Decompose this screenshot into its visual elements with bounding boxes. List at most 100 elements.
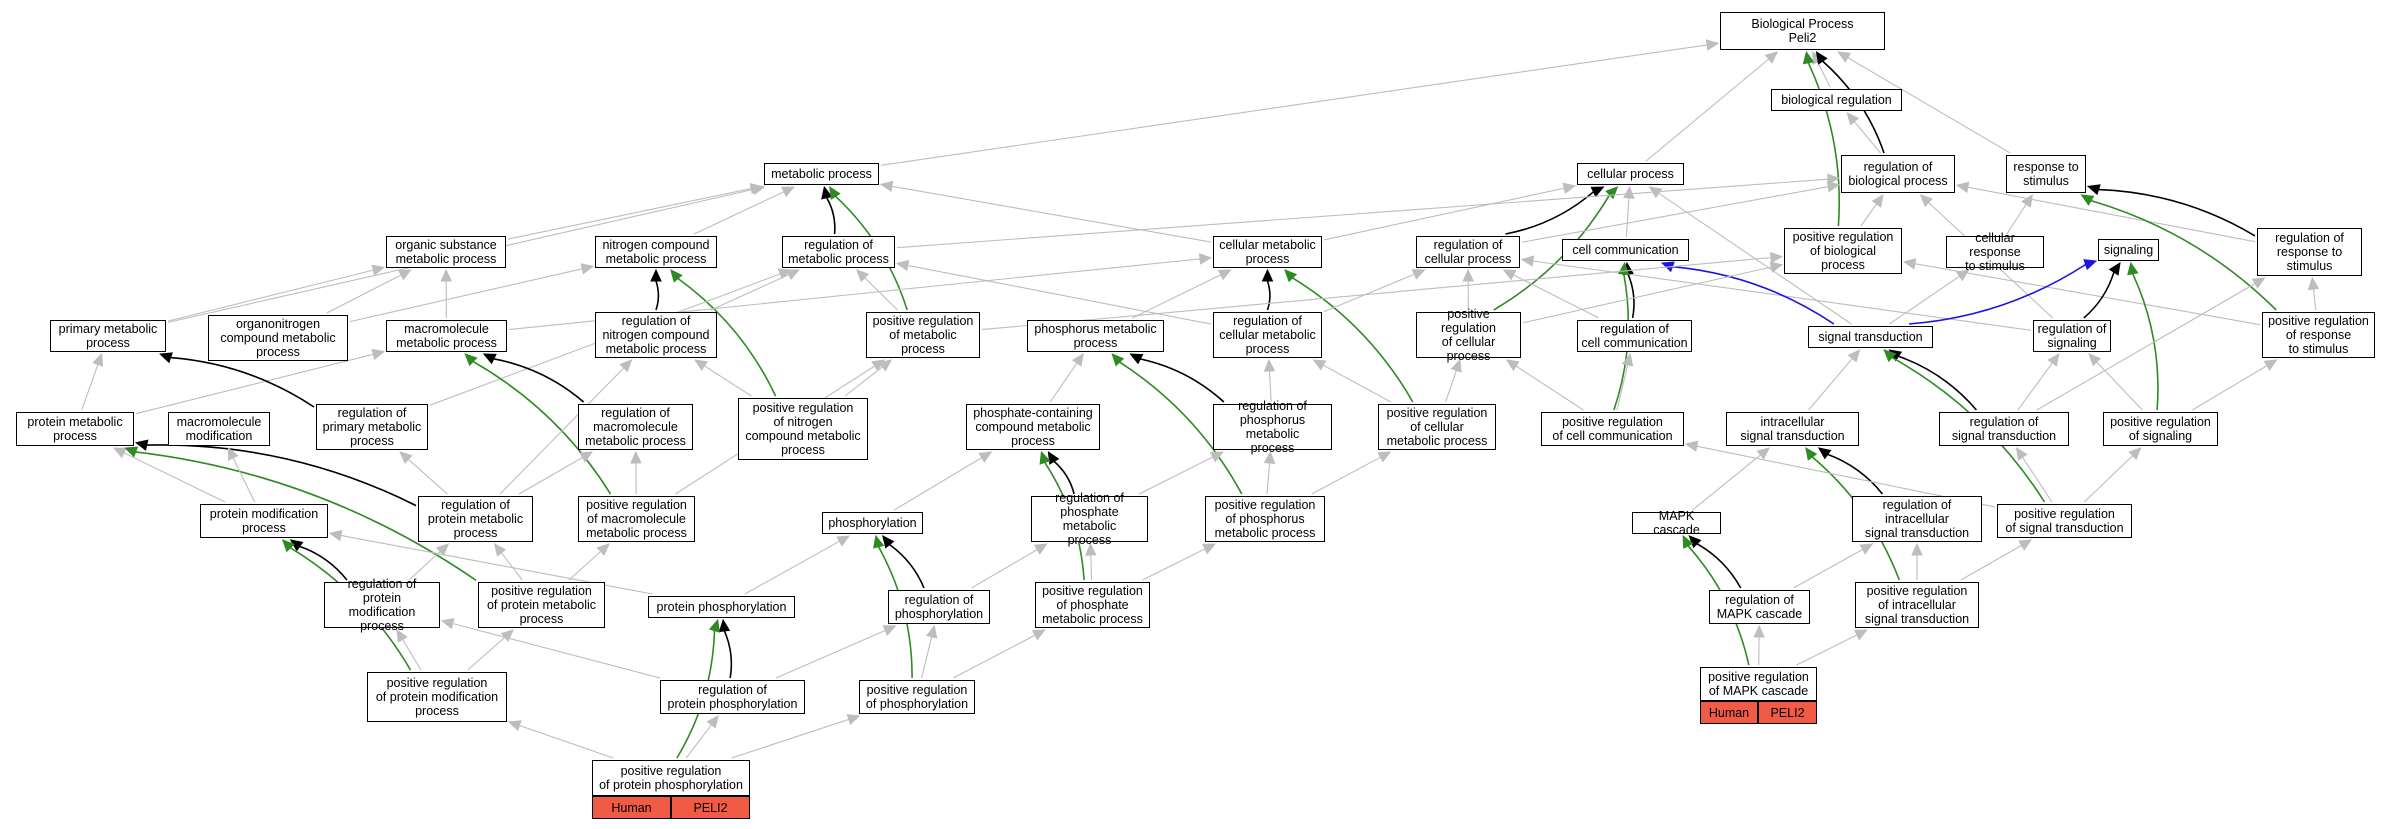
go-term-regcellcomm[interactable]: regulation of cell communication <box>1577 320 1692 352</box>
go-term-regphosmet[interactable]: regulation of phosphorus metabolic proce… <box>1213 399 1332 455</box>
go-term-phoscomp[interactable]: phosphate-containing compound metabolic … <box>966 404 1100 450</box>
go-term-protmet[interactable]: protein metabolic process <box>16 412 134 446</box>
go-term-posregphosph[interactable]: positive regulation of phosphorylation <box>859 680 975 714</box>
go-term-macromet[interactable]: macromolecule metabolic process <box>386 320 507 352</box>
go-term-posregphosmet[interactable]: positive regulation of phosphorus metabo… <box>1205 496 1325 542</box>
arrowhead-posregphosmet-to-posregcellmet <box>1377 451 1392 463</box>
arrowhead-regprotmet-to-protmet <box>134 439 149 451</box>
arrowhead-posregphosphate-to-phoscomp <box>1039 450 1051 465</box>
go-term-cellcomm[interactable]: cell communication <box>1562 239 1689 261</box>
go-term-posregintra[interactable]: positive regulation of intracellular sig… <box>1855 582 1979 628</box>
go-term-posregprotmet[interactable]: positive regulation of protein metabolic… <box>478 582 605 628</box>
arrowhead-regnitro-to-nitro <box>650 268 662 282</box>
arrowhead-regsig-to-regbio <box>1919 194 1933 208</box>
arrowhead-regprimmet-to-primmet <box>159 352 173 364</box>
go-term-regresp[interactable]: regulation of response to stimulus <box>2257 228 2362 276</box>
edge-regcell-to-regbio <box>1521 186 1829 243</box>
arrowhead-posregnitro-to-nitro <box>670 269 683 283</box>
go-term-regprotphos[interactable]: regulation of protein phosphorylation <box>660 680 805 714</box>
go-term-signaling[interactable]: signaling <box>2098 239 2159 261</box>
go-term-protmod[interactable]: protein modification process <box>200 504 328 538</box>
edge-protmod-to-protmet <box>123 452 226 503</box>
arrowhead-regcellcomm-to-regcell <box>1502 269 1517 281</box>
edge-regphosph-to-phosphorylation <box>889 543 925 589</box>
go-term-regmetab[interactable]: regulation of metabolic process <box>782 236 895 268</box>
arrowhead-regphosph-to-phosphorylation <box>882 535 895 549</box>
arrowhead-posregphosmet-to-regphosmet <box>1263 450 1276 464</box>
go-term-regcell[interactable]: regulation of cellular process <box>1416 236 1520 268</box>
go-term-macromod[interactable]: macromolecule modification <box>168 412 270 446</box>
go-term-posregsigtrans[interactable]: positive regulation of signal transducti… <box>1997 504 2132 538</box>
go-term-posregnitro[interactable]: positive regulation of nitrogen compound… <box>738 398 868 460</box>
edge-regsigtrans-to-regsig <box>2017 362 2053 411</box>
go-term-regbio[interactable]: regulation of biological process <box>1841 155 1955 193</box>
go-term-phosphorylation[interactable]: phosphorylation <box>822 512 923 534</box>
go-term-regphosph[interactable]: regulation of phosphorylation <box>888 590 990 624</box>
arrowhead-posregmetab-to-metab <box>829 185 841 200</box>
go-term-posregprotmod[interactable]: positive regulation of protein modificat… <box>367 672 507 722</box>
go-term-metab[interactable]: metabolic process <box>764 163 879 185</box>
edge-regprotmet-to-regprimmet <box>407 458 448 495</box>
go-term-posregcellmet[interactable]: positive regulation of cellular metaboli… <box>1378 404 1496 450</box>
go-term-regmacro[interactable]: regulation of macromolecule metabolic pr… <box>578 404 693 450</box>
go-term-cellresp[interactable]: cellular response to stimulus <box>1946 231 2044 273</box>
go-term-regprimmet[interactable]: regulation of primary metabolic process <box>316 404 428 450</box>
go-term-orgsub[interactable]: organic substance metabolic process <box>386 236 506 268</box>
go-term-regsig[interactable]: regulation of signaling <box>2033 320 2111 352</box>
go-term-bp[interactable]: Biological Process Peli2 <box>1720 12 1885 50</box>
go-term-phosmet[interactable]: phosphorus metabolic process <box>1027 320 1164 352</box>
edge-posregnitro-to-nitro <box>677 277 777 397</box>
edge-regphosphate-to-regphosmet <box>1138 456 1214 495</box>
go-term-posregsig[interactable]: positive regulation of signaling <box>2103 412 2218 446</box>
go-term-regsigtrans[interactable]: regulation of signal transduction <box>1939 412 2069 446</box>
go-term-cellproc[interactable]: cellular process <box>1577 163 1684 185</box>
go-term-regintra[interactable]: regulation of intracellular signal trans… <box>1852 496 1982 542</box>
arrowhead-posregprotmet-to-posregmacro <box>596 543 610 557</box>
arrowhead-posregmapk-to-mapk <box>1682 534 1694 549</box>
go-term-posregprotphos[interactable]: positive regulation of protein phosphory… <box>592 760 750 796</box>
go-term-mapk[interactable]: MAPK cascade <box>1632 509 1721 537</box>
go-term-cellmetab[interactable]: cellular metabolic process <box>1213 236 1322 268</box>
go-term-sigtrans[interactable]: signal transduction <box>1808 326 1933 348</box>
arrowhead-posregsigtrans-to-posregsig <box>2128 447 2142 461</box>
go-term-protphos[interactable]: protein phosphorylation <box>648 596 795 618</box>
arrowhead-regphosmet-to-phosmet <box>1129 353 1144 365</box>
edge-regcellcomm-to-cellcomm <box>1627 273 1635 319</box>
go-term-primmet[interactable]: primary metabolic process <box>50 320 166 352</box>
go-term-posregcellcomm[interactable]: positive regulation of cell communicatio… <box>1541 412 1684 446</box>
edge-posregbio-to-regbio <box>1860 203 1878 227</box>
arrowhead-posregphosph-to-posregphosphate <box>1031 629 1046 641</box>
edge-posregprotmod-to-regprotmod <box>402 639 422 671</box>
go-term-posregbio[interactable]: positive regulation of biological proces… <box>1784 228 1902 274</box>
go-term-regprotmod[interactable]: regulation of protein modification proce… <box>324 577 440 633</box>
edge-orgnitro-to-nitro <box>349 268 583 323</box>
go-term-posregresp[interactable]: positive regulation of response to stimu… <box>2262 312 2375 358</box>
go-term-posregmacro[interactable]: positive regulation of macromolecule met… <box>578 496 695 542</box>
edge-regphosmet-to-phosmet <box>1140 358 1225 403</box>
go-term-nitro[interactable]: nitrogen compound metabolic process <box>595 236 717 268</box>
go-term-posregmapk[interactable]: positive regulation of MAPK cascade <box>1700 667 1817 701</box>
arrowhead-posregcell-to-regcell <box>1462 268 1474 282</box>
arrowhead-regmapk-to-mapk <box>1688 535 1702 549</box>
go-term-regcellmet[interactable]: regulation of cellular metabolic process <box>1213 312 1322 358</box>
edge-primmet-to-orgsub <box>167 269 374 322</box>
go-term-respstim[interactable]: response to stimulus <box>2006 155 2086 193</box>
edge-regresp-to-regbio <box>1967 186 2256 243</box>
go-term-orgnitro[interactable]: organonitrogen compound metabolic proces… <box>208 315 348 361</box>
go-term-regmapk[interactable]: regulation of MAPK cascade <box>1709 590 1810 624</box>
arrowhead-macromet-to-orgsub <box>440 268 452 282</box>
arrowhead-orgnitro-to-nitro <box>580 263 595 275</box>
go-term-intrasig[interactable]: intracellular signal transduction <box>1726 412 1859 446</box>
go-term-posregphosphate[interactable]: positive regulation of phosphate metabol… <box>1035 582 1150 628</box>
go-term-regphosphate[interactable]: regulation of phosphate metabolic proces… <box>1031 491 1148 547</box>
go-term-biolreg[interactable]: biological regulation <box>1771 89 1902 111</box>
edge-regprimmet-to-primmet <box>170 356 315 408</box>
arrowhead-posregphosph-to-phosphorylation <box>873 534 885 549</box>
go-term-regprotmet[interactable]: regulation of protein metabolic process <box>418 496 533 542</box>
go-term-posregmetab[interactable]: positive regulation of metabolic process <box>866 312 980 358</box>
arrowhead-metab-to-bp <box>1705 39 1720 51</box>
arrowhead-posregsig-to-signaling <box>2127 261 2139 276</box>
arrowhead-protmod-to-protmet <box>112 447 127 459</box>
go-term-posregcell[interactable]: positive regulation of cellular process <box>1416 307 1521 363</box>
go-term-regnitro[interactable]: regulation of nitrogen compound metaboli… <box>595 312 717 358</box>
